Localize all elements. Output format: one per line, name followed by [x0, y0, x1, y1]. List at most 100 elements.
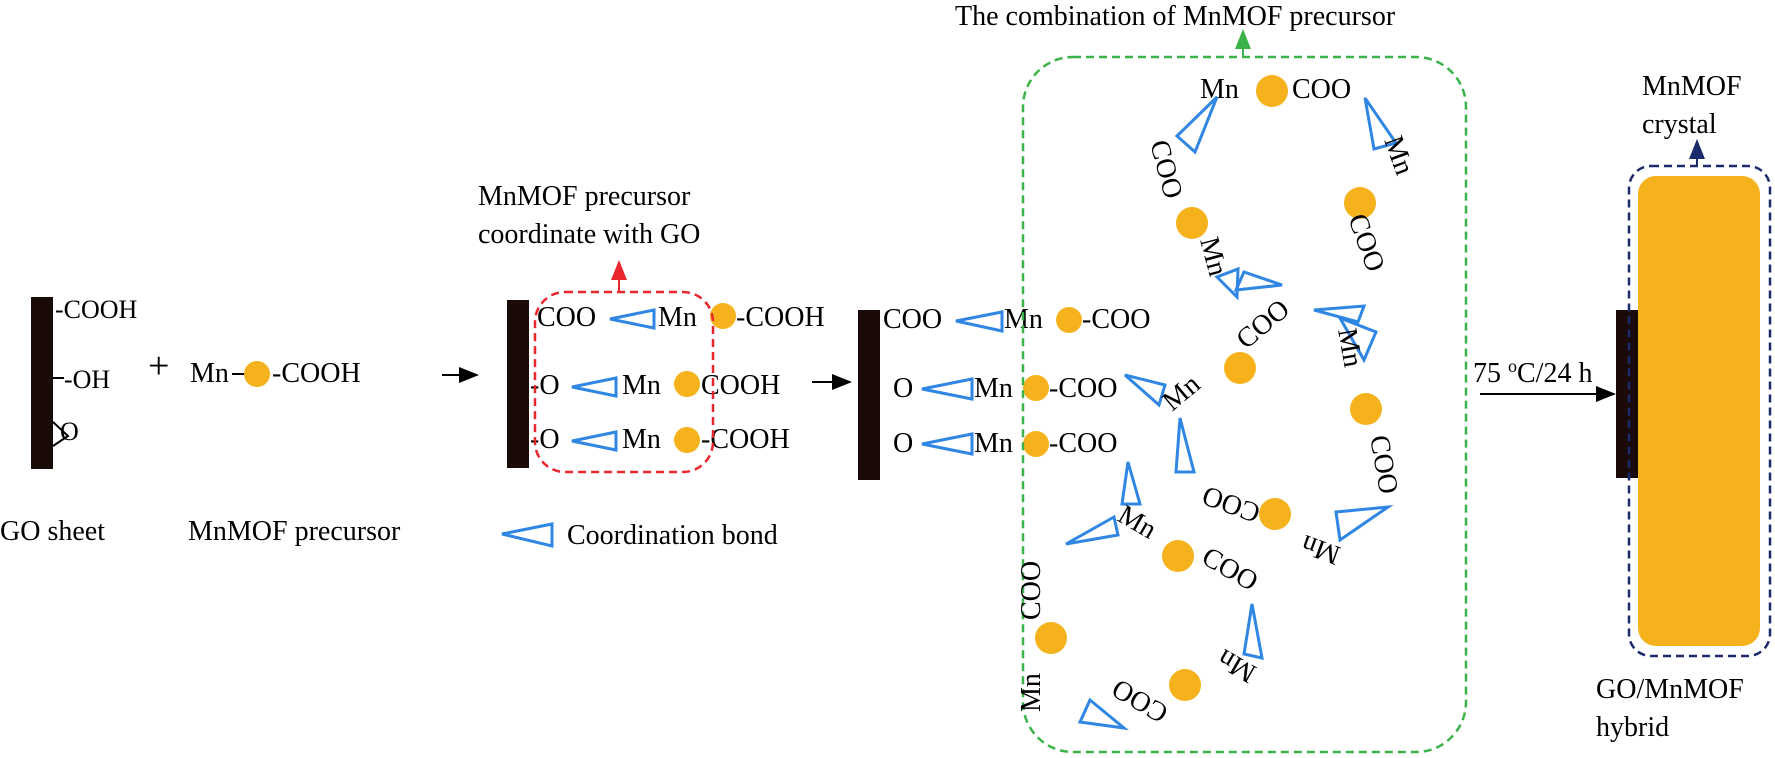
ring-metal-label: Mn	[1212, 642, 1261, 688]
ring-ligand-label: COO	[1198, 479, 1264, 528]
coordination-bond-icon	[1124, 373, 1167, 408]
mn-node	[1259, 498, 1291, 530]
step3-row1-right: -COO	[1082, 304, 1150, 335]
red-callout-box	[533, 290, 715, 474]
precursor-label: MnMOF precursor	[188, 516, 401, 547]
step2-callout-line2: coordinate with GO	[478, 219, 700, 250]
ring-metal-label: Mn	[1016, 673, 1047, 712]
mn-node	[1350, 393, 1382, 425]
go-group-epoxide: O	[60, 417, 79, 446]
mnmof-crystal	[1638, 176, 1760, 646]
precursor-molecule: Mn -COOH MnMOF precursor	[188, 358, 401, 547]
mn-node	[1224, 352, 1256, 384]
precursor-acid: -COOH	[272, 358, 361, 389]
step3-row2-left: O	[893, 373, 913, 404]
coordination-bond-icon	[609, 308, 656, 330]
mn-node	[244, 361, 270, 387]
precursor-metal: Mn	[190, 358, 229, 389]
mn-node	[674, 427, 700, 453]
step2-row3-right: -COOH	[701, 424, 790, 455]
mn-node	[710, 303, 736, 329]
crystal-label-line2: crystal	[1642, 109, 1717, 140]
go-sheet-bar	[31, 297, 53, 469]
step3-row3-right: -COO	[1049, 428, 1117, 459]
step2-callout-line1: MnMOF precursor	[478, 181, 691, 212]
step2-panel: COO Mn -COOH -O Mn COOH -O Mn -COOH MnMO…	[478, 181, 825, 474]
coordination-bond-icon	[1174, 417, 1196, 474]
ring-metal-label: Mn	[1297, 528, 1344, 570]
ring-ligand-label: COO	[1231, 294, 1296, 356]
coordination-bond-icon	[571, 376, 618, 398]
ring-ligand-label: COO	[1197, 541, 1264, 597]
ring-metal-label: Mn	[1200, 74, 1239, 105]
go-sheet-label: GO sheet	[0, 516, 105, 547]
step3-panel: COO Mn -COO O Mn -COO O Mn -COO The comb…	[858, 1, 1468, 754]
legend: Coordination bond	[501, 520, 778, 551]
coordination-bond-icon	[1065, 514, 1120, 546]
go-sheet-bar-2	[507, 300, 529, 468]
go-group-cooh: -COOH	[55, 295, 138, 324]
step3-row2-right: -COO	[1049, 373, 1117, 404]
ring-ligand-label: COO	[1292, 74, 1351, 105]
hybrid-label-line1: GO/MnMOF	[1596, 674, 1744, 705]
mn-node	[1035, 622, 1067, 654]
mn-node	[1169, 669, 1201, 701]
coordination-bond-icon	[1313, 304, 1367, 324]
mof-ring-top: Mn COO COO Mn Mn COO	[1143, 74, 1420, 301]
coordination-bond-icon	[571, 430, 618, 452]
coordination-bond-icon	[921, 377, 974, 401]
ring-ligand-label: COO	[1143, 137, 1188, 202]
step2-row1-right: -COOH	[736, 302, 825, 333]
plus-sign: +	[148, 345, 169, 387]
mn-node	[674, 371, 700, 397]
coordination-bond-icon	[921, 432, 974, 456]
green-callout-box	[1021, 55, 1468, 754]
step2-row1-metal: Mn	[658, 302, 697, 333]
mn-node	[1176, 207, 1208, 239]
product-panel: MnMOF crystal GO/MnMOF hybrid	[1596, 71, 1772, 743]
coordination-bond-icon	[955, 310, 1004, 333]
coordination-bond-icon	[1174, 95, 1219, 155]
go-sheet-panel: -COOH -OH O GO sheet	[0, 295, 138, 547]
step3-row3-metal: Mn	[974, 428, 1013, 459]
condition-label: 75 oC/24 h	[1473, 356, 1592, 389]
ring-metal-label: Mn	[1157, 369, 1207, 418]
mof-ring-middle: Mn COO Mn COO Mn COO	[1124, 294, 1404, 571]
combination-label: The combination of MnMOF precursor	[955, 1, 1396, 32]
epoxide-icon	[52, 421, 70, 447]
mn-node	[1023, 431, 1049, 457]
go-sheet-bar-3	[858, 310, 880, 480]
step2-row1-left: COO	[537, 302, 596, 333]
ring-metal-label: Mn	[1377, 132, 1419, 179]
step2-row2-metal: Mn	[622, 370, 661, 401]
ring-ligand-label: COO	[1016, 561, 1047, 620]
ring-ligand-label: COO	[1363, 433, 1404, 497]
ring-metal-label: Mn	[1331, 326, 1368, 370]
step2-row3-metal: Mn	[622, 424, 661, 455]
coordination-bond-icon	[1336, 315, 1378, 364]
mn-node	[1023, 375, 1049, 401]
coordination-bond-icon	[1077, 697, 1130, 731]
coordination-bond-icon	[501, 522, 554, 548]
hybrid-label-line2: hybrid	[1596, 712, 1669, 743]
legend-coordination-label: Coordination bond	[567, 520, 778, 551]
step3-row2-metal: Mn	[974, 373, 1013, 404]
step3-row1-left: COO	[883, 304, 942, 335]
mn-node	[1056, 307, 1082, 333]
ring-metal-label: Mn	[1113, 499, 1162, 545]
navy-callout-box	[1627, 164, 1772, 658]
coordination-bond-icon	[1120, 461, 1142, 506]
ring-ligand-label: COO	[1341, 210, 1390, 276]
go-group-oh: -OH	[64, 365, 110, 394]
coordination-bond-icon	[1363, 97, 1399, 151]
mn-node	[1344, 187, 1376, 219]
reaction-condition: 75 oC/24 h	[1473, 356, 1616, 402]
go-sheet-bar-4	[1616, 310, 1638, 478]
mn-node	[1162, 540, 1194, 572]
crystal-label-line1: MnMOF	[1642, 71, 1742, 102]
mn-node	[1256, 75, 1288, 107]
coordination-bond-icon	[1334, 504, 1394, 543]
coordination-bond-icon	[1233, 270, 1283, 292]
coordination-bond-icon	[1242, 603, 1264, 660]
step3-row3-left: O	[893, 428, 913, 459]
